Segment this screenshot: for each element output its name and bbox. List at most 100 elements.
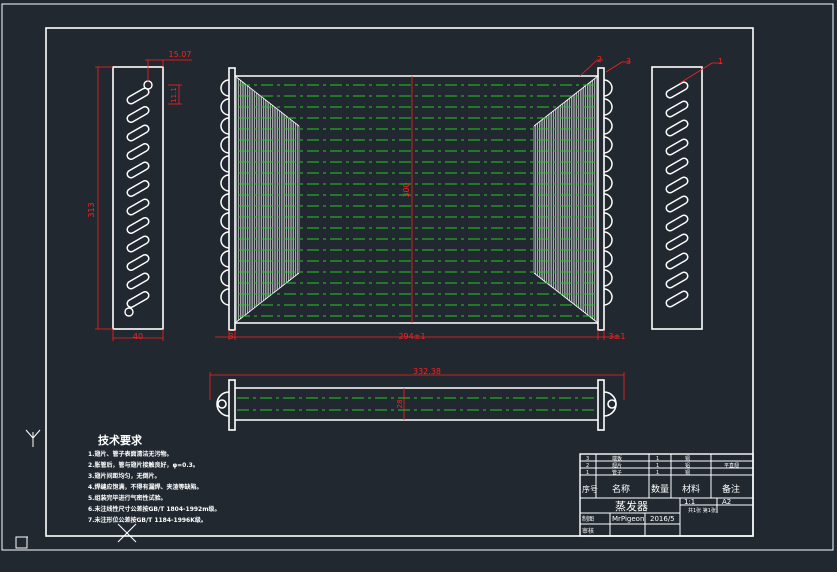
bom-cell-name: 管子: [612, 469, 622, 476]
balloon-2: 2: [597, 55, 602, 64]
dim-core-height: 300: [402, 182, 411, 197]
notes-title: 技术要求: [98, 433, 143, 447]
left-plate-dimensions: [95, 59, 192, 341]
designer-name: MrPigeon: [612, 515, 644, 523]
bom-cell-material: 铝: [685, 462, 690, 469]
tube-slot-inner: [128, 144, 148, 159]
bom-cell-qty: 1: [656, 463, 659, 469]
tube-slot-inner: [667, 254, 687, 268]
dim-left-gap: 3: [228, 332, 233, 341]
bom-cell-name: 端板: [612, 455, 622, 462]
tube-slot-inner: [667, 235, 687, 249]
u-bend-right: [603, 193, 613, 211]
u-bend-left: [220, 212, 230, 230]
u-bend-right: [603, 117, 613, 135]
u-bend-right: [603, 136, 613, 154]
dim-total-length: 332.38: [413, 367, 441, 376]
scale: 1:1: [684, 498, 695, 506]
right-plate-slots: [665, 81, 689, 308]
u-bend-right: [603, 212, 613, 230]
notes-line-1: 1.翅片、管子表面清洁无污物。: [88, 450, 172, 458]
tube-slot-inner: [128, 163, 148, 177]
tube-slot-inner: [667, 197, 687, 211]
bom-cell-material: 铜: [685, 469, 690, 476]
tube-slot-inner: [667, 178, 687, 192]
left-end-plate[interactable]: [112, 66, 164, 330]
u-bend-right: [603, 174, 613, 192]
u-bends: [220, 79, 613, 306]
u-bend-left: [220, 193, 230, 211]
notes-line-5: 5.组装完毕进行气密性试验。: [88, 494, 166, 502]
u-bend-left: [220, 174, 230, 192]
evaporator-front-view[interactable]: [220, 67, 613, 331]
fin-edge: [533, 272, 599, 324]
tube-slot-inner: [128, 89, 148, 103]
bom-cell-material: 铜: [685, 455, 690, 462]
tube-slot-inner: [128, 292, 148, 307]
u-bend-right: [603, 250, 613, 268]
notes-line-6: 6.未注线性尺寸公差按GB/T 1804-1992m级。: [88, 505, 220, 513]
core-dimensions: [215, 59, 722, 340]
balloon-1: 1: [718, 57, 723, 66]
right-end-plate[interactable]: [651, 66, 703, 330]
tube-slot-inner: [667, 83, 687, 97]
u-bend-left: [220, 98, 230, 116]
balloon-3: 3: [626, 57, 631, 66]
header-no: 序号: [582, 484, 598, 494]
bom-cell-note: 平直翅: [724, 462, 739, 469]
u-bend-right: [603, 79, 613, 97]
tube-slot-inner: [128, 274, 148, 288]
u-bend-left: [220, 250, 230, 268]
tube-slot-inner: [667, 140, 687, 154]
u-bend-left: [220, 231, 230, 249]
sheet-border: [1, 3, 834, 551]
bom-cell-name: 翅片: [612, 462, 622, 469]
dim-tube-dia: 28: [396, 400, 404, 409]
checker-label: 审核: [582, 527, 594, 535]
header-material: 材料: [682, 483, 700, 495]
drawing-date: 2016/5: [650, 515, 675, 523]
notes-line-7: 7.未注形位公差按GB/T 1184-1996K级。: [88, 516, 207, 524]
u-bend-left: [220, 269, 230, 287]
tube-slot-inner: [667, 273, 687, 287]
tube-slot-inner: [667, 102, 687, 116]
notes-line-3: 3.翅片间距均匀，无倒片。: [88, 472, 160, 480]
tube-slot-inner: [667, 216, 687, 230]
u-bend-left: [220, 155, 230, 173]
sheet-size: A2: [722, 498, 731, 506]
tube-slot-inner: [128, 200, 148, 214]
left-plate-slots: [126, 87, 150, 308]
dim-right-gap: 3±1: [609, 332, 626, 341]
technical-notes: 技术要求 1.翅片、管子表面清洁无污物。 2.胀管后，管与翅片接触良好，φ=0.…: [88, 433, 220, 524]
designer-label: 制图: [582, 515, 594, 523]
bom-cell-qty: 1: [656, 456, 659, 462]
u-bend-left: [220, 117, 230, 135]
fin-hatching: [234, 75, 599, 324]
evaporator-top-view[interactable]: [216, 379, 617, 431]
tube-slot-inner: [128, 181, 148, 196]
tube-slot-inner: [667, 292, 687, 306]
notes-line-4: 4.焊缝应饱满，不得有漏焊、夹渣等缺陷。: [88, 483, 202, 491]
tube-centerlines: [238, 84, 595, 317]
u-bend-right: [603, 155, 613, 173]
drawing-name: 蒸发器: [615, 499, 648, 513]
header-qty: 数量: [651, 483, 669, 495]
tube-slot-inner: [128, 107, 148, 122]
u-bend-left: [220, 288, 230, 306]
dim-core-width: 294±1: [398, 332, 425, 341]
tube-slot-inner: [667, 159, 687, 173]
dim-hole-offset: 11.1: [170, 87, 178, 103]
u-bend-right: [603, 269, 613, 287]
cursor-crosshair-icon: [117, 523, 137, 543]
header-name: 名称: [612, 483, 630, 495]
bom-cell-qty: 1: [656, 470, 659, 476]
tube-slot-inner: [128, 126, 148, 140]
sheet-info: 共1张 第1张: [688, 507, 716, 514]
bom-cell-no: 2: [586, 463, 589, 469]
bom-cell-no: 1: [586, 470, 589, 476]
u-bend-left: [220, 136, 230, 154]
dim-plate-height: 313: [87, 202, 96, 217]
